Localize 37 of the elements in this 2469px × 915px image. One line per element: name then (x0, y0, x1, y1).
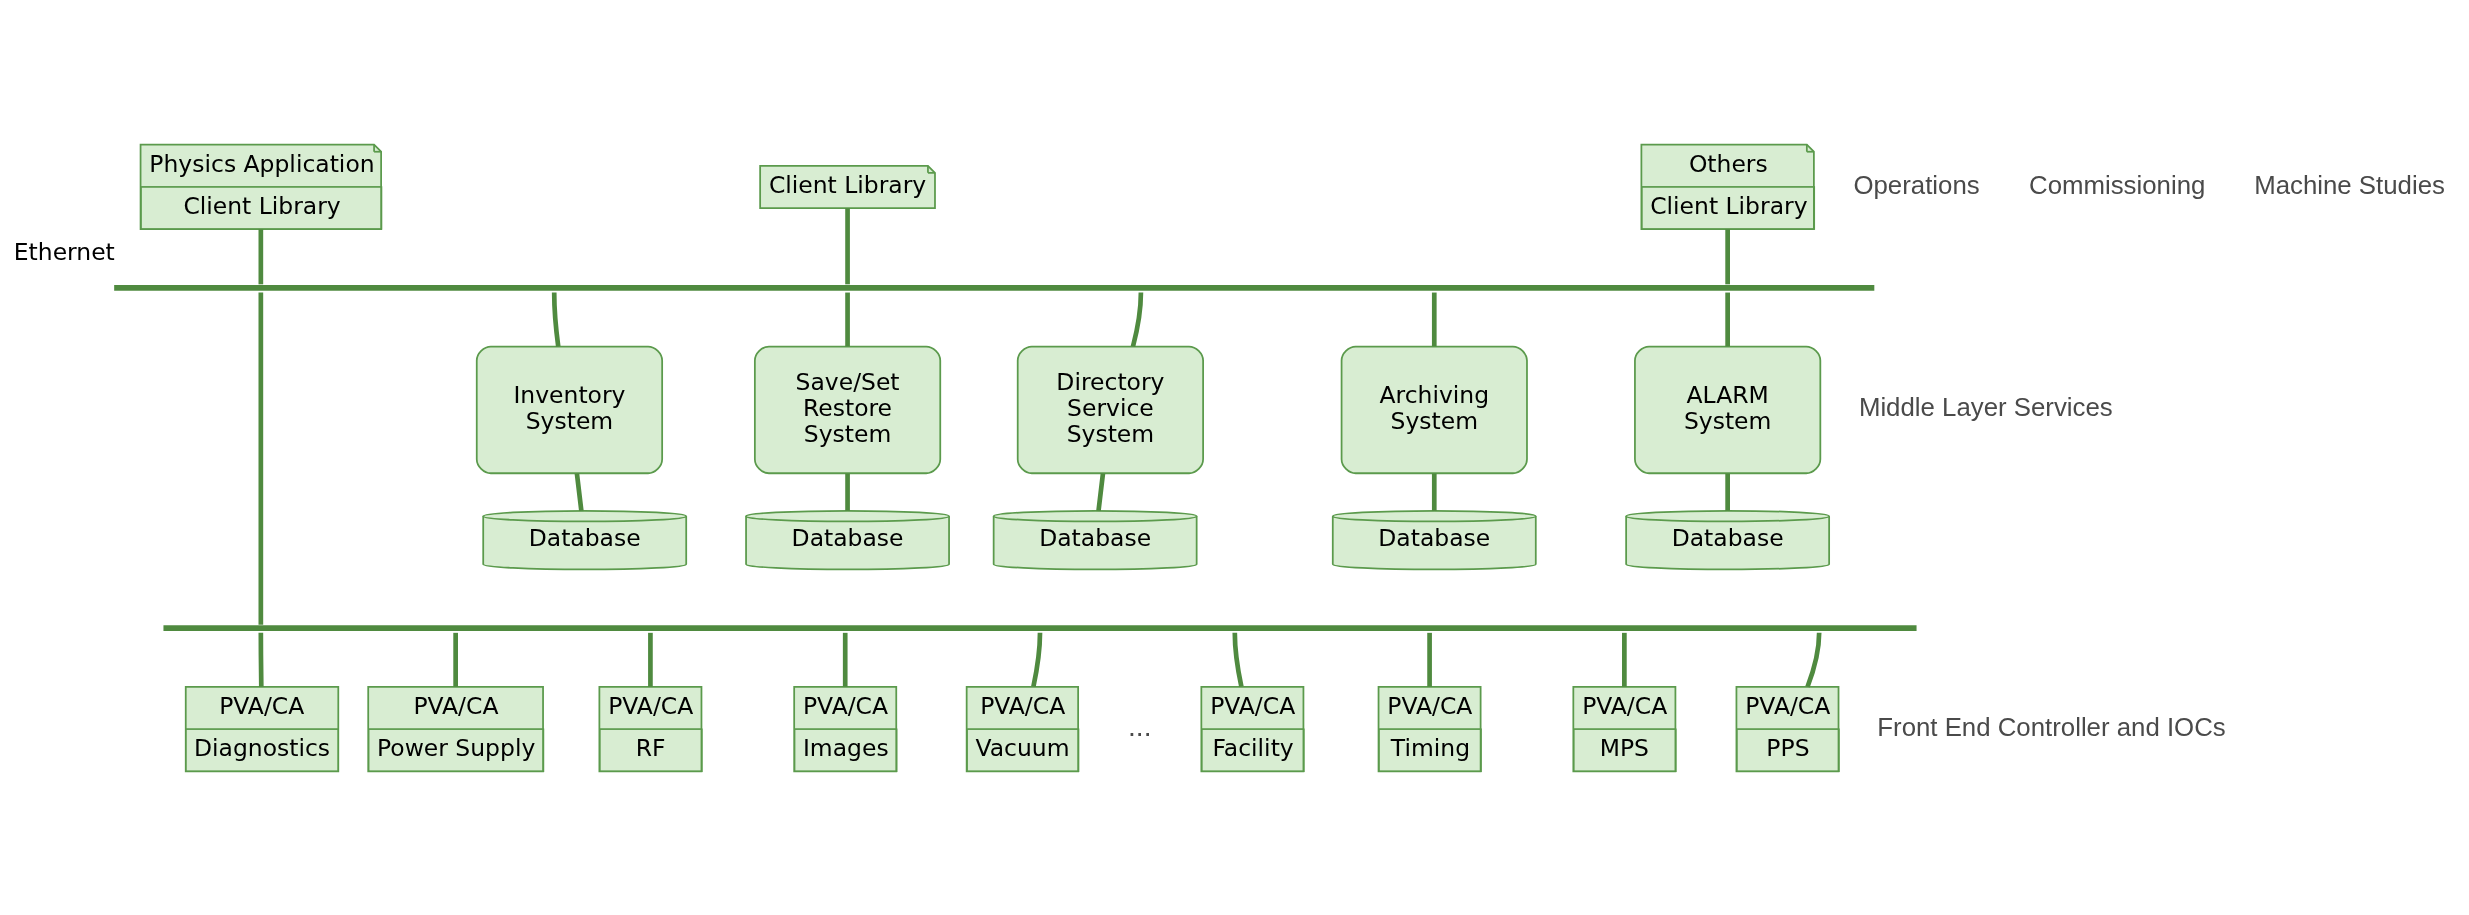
label: ... (1128, 710, 1152, 742)
connector (258, 292, 264, 625)
connector (1431, 292, 1437, 346)
label: Middle Layer Services (1858, 392, 2113, 421)
connector (1622, 632, 1627, 687)
connector (1725, 473, 1730, 511)
connector (574, 472, 584, 511)
node-box: Save/Set Restore System (754, 345, 942, 474)
connector (648, 632, 653, 687)
label: Operations (1853, 170, 1980, 199)
connector (1427, 632, 1432, 687)
connector (1130, 292, 1144, 347)
connector (1096, 472, 1106, 511)
connector (258, 228, 264, 284)
connector (845, 473, 850, 511)
label: Commissioning (2029, 170, 2206, 199)
node-label: Ethernet (13, 237, 115, 266)
node-bar (114, 284, 1875, 291)
connector (1725, 292, 1730, 346)
node-box: Directory Service System (1016, 345, 1204, 474)
node-bar (163, 624, 1917, 631)
label: Machine Studies (2254, 170, 2445, 199)
connector (258, 632, 264, 687)
connector (845, 292, 850, 346)
connector (845, 207, 850, 284)
connector (551, 292, 561, 347)
connector (1431, 473, 1437, 511)
node-box: Inventory System (475, 345, 664, 474)
node-box: Archiving System (1340, 345, 1528, 474)
connector (1725, 228, 1730, 284)
connector (1805, 632, 1822, 688)
connector (842, 632, 848, 687)
label: Front End Controller and IOCs (1877, 712, 2226, 741)
node-box: ALARM System (1634, 345, 1822, 474)
connector (1031, 632, 1043, 687)
connector (453, 632, 458, 687)
connector (1232, 632, 1244, 687)
